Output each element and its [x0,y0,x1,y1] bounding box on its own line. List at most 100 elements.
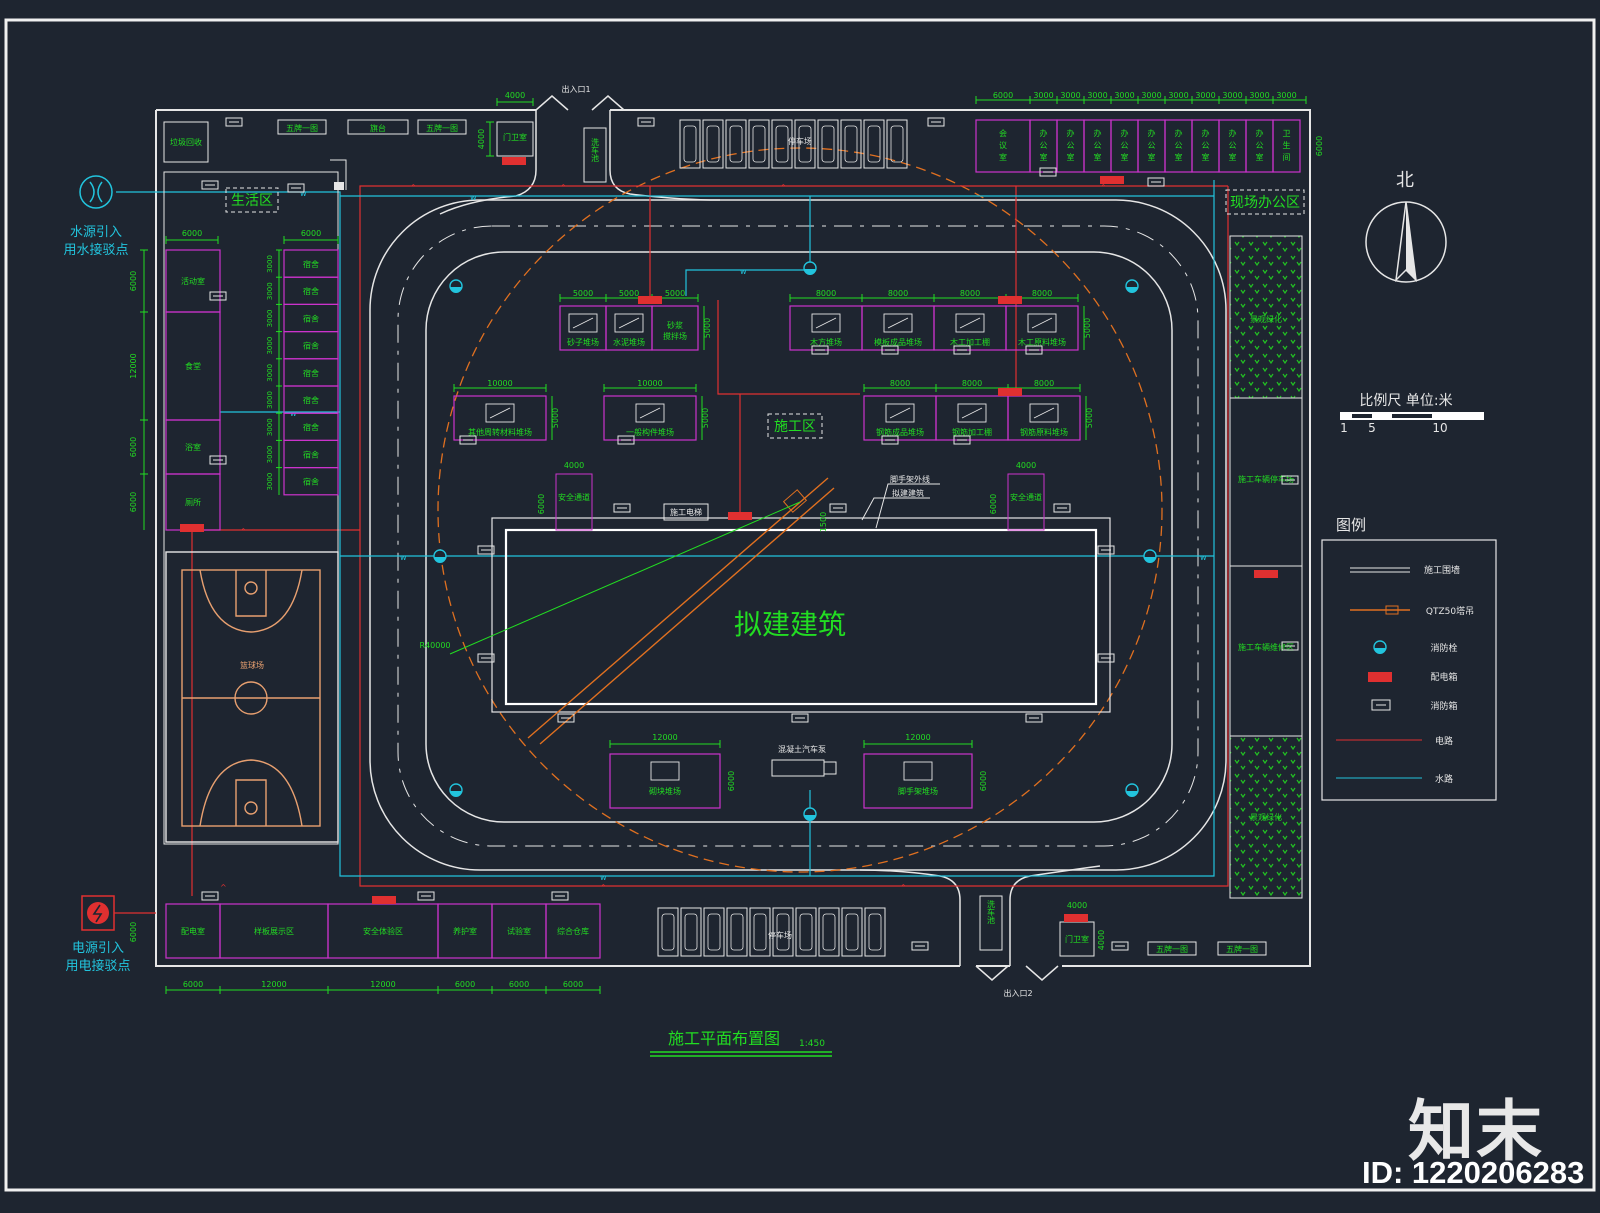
parking-space [679,119,701,169]
office-room-label: 公 [1256,141,1264,150]
offset-dim: 1500 [819,512,828,532]
proposed-building [504,528,1098,706]
yard-box [863,753,973,809]
yard-dim: 8000 [960,289,980,298]
car-icon [661,913,675,951]
fire-box-icon [1097,545,1115,555]
svg-text:^: ^ [410,183,417,192]
yard-dim: 12000 [652,733,677,742]
parking-bottom [657,907,886,957]
scaffold-line-label: 脚手架外线 [890,474,930,484]
office-room-label: 办 [1229,128,1237,138]
yard-label: 模板成品堆场 [874,337,922,347]
parking-space [657,907,679,957]
bottom-room [545,903,601,959]
office-room-label: 公 [1067,141,1075,150]
dorm-dim: 3000 [266,282,274,300]
landscape-1-label: 景观绿化 [1250,314,1282,324]
bottom-room-label: 配电室 [181,926,205,936]
fire-box-icon [791,713,809,723]
svg-text:w: w [740,267,747,276]
dorm-dim: 3000 [266,473,274,491]
dorm-room-label: 宿舍 [303,422,319,432]
entrance-2-label: 出入口2 [1003,988,1032,998]
office-room [1272,119,1301,173]
gate-room-2-label: 门卫室 [1065,934,1089,944]
north-arrow-fill [1406,202,1416,280]
office-room-label: 办 [1175,128,1183,138]
material-icon-stroke [1031,317,1053,329]
vehicle-repair-label: 施工车辆维修区 [1238,642,1294,652]
fire-box-icon [417,891,435,901]
svg-text:^: ^ [1100,183,1107,192]
yard-dim: 5000 [573,289,593,298]
parking-bottom-label: 停车场 [768,930,792,940]
material-icon [650,761,680,781]
yard-dim: 8000 [962,379,982,388]
dorm-room-label: 宿舍 [303,368,319,378]
water-source-label-2: 用水接驳点 [63,242,128,258]
yard-label: 一般构件堆场 [626,427,674,437]
bottom-elec-box [372,896,396,904]
car-icon [729,125,743,163]
material-icon [955,313,985,333]
fire-box-icon [1281,641,1299,651]
yard-elec-box [638,296,662,304]
ring-road [369,110,1227,966]
material-icon [614,313,644,333]
office-room-label: 室 [1121,152,1129,162]
parking-space [702,119,724,169]
car-icon [707,913,721,951]
car-icon [753,913,767,951]
fire-hydrant-fill [804,815,816,821]
parking-space [748,119,770,169]
crane-radius-line [449,501,801,655]
fire-box-icon [911,941,929,951]
bottom-room-label: 样板展示区 [254,926,294,936]
parking-space [840,119,862,169]
left-room-dim: 12000 [129,353,138,378]
landscape-2-label: 景观绿化 [1250,812,1282,822]
legend-symbols [1336,567,1422,779]
living-area-boundary [163,171,339,845]
vehicle-parking-label: 施工车辆停车场 [1238,474,1294,484]
office-dim: 3000 [1033,91,1053,100]
office-dim: 3000 [1141,91,1161,100]
car-icon [776,913,790,951]
legend-item-water: 水路 [1435,773,1453,785]
material-icon-stroke [815,317,837,329]
office-zone-label: 现场办公区 [1230,195,1300,211]
watermark-logo: 知末 [1408,1093,1544,1170]
office-room-label: 间 [1283,153,1291,162]
dorm-room [283,467,339,496]
material-icon-stroke [572,317,594,329]
legend-item-hydrant: 消防栓 [1430,642,1457,654]
yard-dim: 10000 [637,379,662,388]
power-source-label-2: 用电接驳点 [65,958,130,974]
fire-box-icon [927,117,945,127]
construction-zone-label: 施工区 [774,419,816,435]
office-room-label: 办 [1256,128,1264,138]
material-icon-stroke [887,317,909,329]
dorm-dim: 3000 [266,418,274,436]
parking-space [749,907,771,957]
office-room-label: 生 [1283,140,1291,150]
wash-1-label: 洗车池 [591,137,600,162]
office-dim: 3000 [1249,91,1269,100]
parking-space [794,119,816,169]
left-room-label: 厕所 [185,497,201,507]
fire-box-icon [477,653,495,663]
image-id-label: ID: 1220206283 [1362,1155,1585,1190]
fire-hydrant-fill [1126,287,1138,293]
office-dim: 3000 [1114,91,1134,100]
car-icon [845,913,859,951]
scale-bar-label: 比例尺 单位:米 [1359,393,1452,409]
electric-lines [191,185,1229,896]
yard-depth-dim: 6000 [727,771,736,791]
right-side-areas [1229,235,1303,899]
bottom-room-dim: 12000 [370,980,395,989]
yard-elec-box [998,296,1022,304]
dorm-room-label: 宿舍 [303,259,319,269]
